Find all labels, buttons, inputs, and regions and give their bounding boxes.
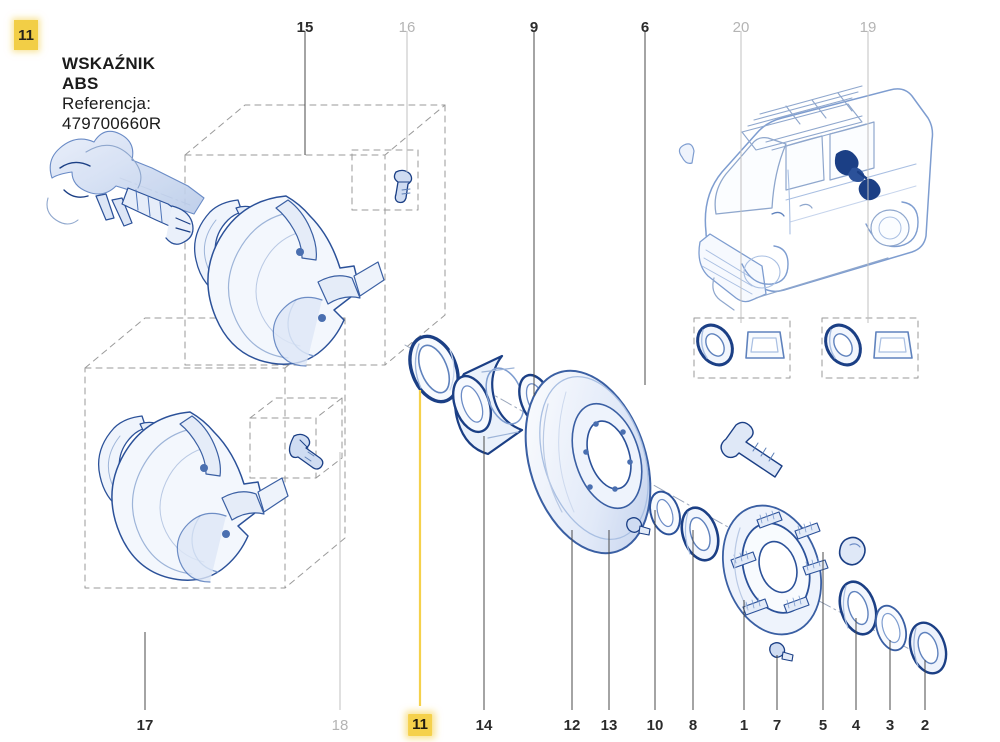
small-bolt-part: [626, 517, 651, 536]
callout-label-10[interactable]: 10: [646, 717, 664, 734]
part-number-badge: 11: [14, 20, 38, 50]
nut-cap-part: [838, 536, 866, 566]
callout-label-13[interactable]: 13: [600, 717, 618, 734]
van-illustration: [678, 85, 934, 311]
callout-label-2[interactable]: 2: [920, 717, 930, 734]
bearing-outer-part: [680, 506, 720, 562]
callout-label-16[interactable]: 16: [398, 19, 416, 36]
callout-label-14[interactable]: 14: [475, 717, 493, 734]
wheel-hub-part: [721, 504, 829, 636]
hub-bolt-part: [769, 642, 794, 662]
axle-stub-part: [46, 130, 205, 245]
callout-label-12[interactable]: 12: [563, 717, 581, 734]
callout-label-17[interactable]: 17: [136, 717, 154, 734]
washer-ring-part: [875, 604, 907, 652]
callout-label-6[interactable]: 6: [640, 19, 650, 36]
bolt-lower-part: [288, 433, 324, 470]
abs-sensor-ring-part: [408, 334, 460, 404]
backing-plate-upper: [207, 195, 385, 367]
callout-label-19[interactable]: 19: [859, 19, 877, 36]
callout-label-4[interactable]: 4: [851, 717, 861, 734]
callout-label-11[interactable]: 11: [408, 714, 432, 736]
callout-label-5[interactable]: 5: [818, 717, 828, 734]
page-title: WSKAŹNIK ABS: [62, 54, 156, 93]
bearing-kit-left: [696, 323, 785, 367]
callout-label-9[interactable]: 9: [529, 19, 539, 36]
bearing-race-part: [838, 580, 878, 636]
backing-plate-lower: [111, 411, 289, 583]
reference-number: Referencja: 479700660R: [62, 94, 162, 133]
brake-disc-part: [524, 369, 652, 555]
callout-label-20[interactable]: 20: [732, 19, 750, 36]
bearing-sleeve-part: [451, 354, 525, 456]
bolt-upper-part: [393, 169, 413, 204]
callout-label-18[interactable]: 18: [331, 717, 349, 734]
long-bolt-part: [720, 421, 783, 478]
lock-ring-part: [908, 621, 948, 675]
callout-label-3[interactable]: 3: [885, 717, 895, 734]
callout-label-7[interactable]: 7: [772, 717, 782, 734]
seal-ring-inner-part: [649, 490, 681, 536]
bearing-kit-right: [824, 323, 913, 367]
callout-label-8[interactable]: 8: [688, 717, 698, 734]
callout-label-15[interactable]: 15: [296, 19, 314, 36]
callout-label-1[interactable]: 1: [739, 717, 749, 734]
